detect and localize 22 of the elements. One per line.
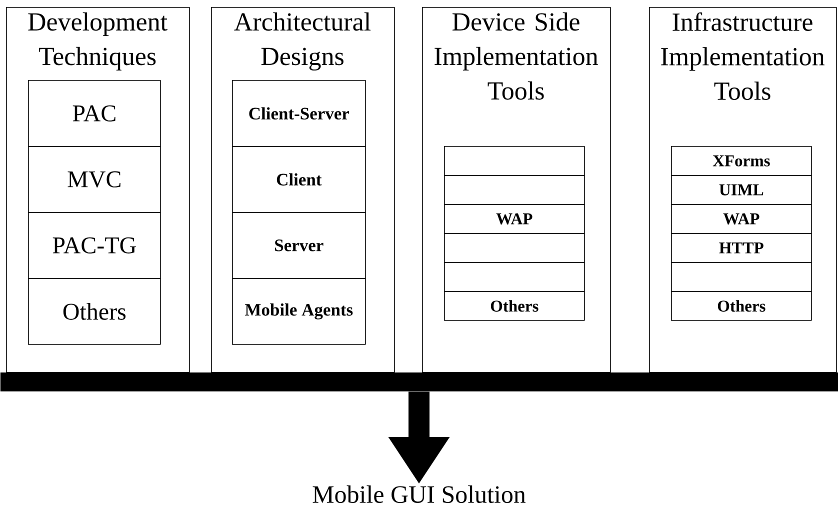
table-cell: WAP [444,204,585,234]
bus-bar [0,372,838,392]
output-label: Mobile GUI Solution [312,485,526,503]
table-cell: HTTP [671,233,812,263]
table-cell [444,175,585,205]
table-cell: Server [232,212,366,279]
table-cell: Others [671,291,812,321]
table-cell [444,262,585,292]
table-cell [671,262,812,292]
table-cell: PAC [28,80,161,147]
table-cell [444,233,585,263]
table-cell: Mobile Agents [232,278,366,345]
table-cell: Client [232,146,366,213]
table-cell: Others [444,291,585,321]
table-cell: MVC [28,146,161,213]
table-cell [444,146,585,176]
table-cell: UIML [671,175,812,205]
table-cell: Client-Server [232,80,366,147]
table-cell: XForms [671,146,812,176]
table-cell: WAP [671,204,812,234]
table-cell: Others [28,278,161,345]
table-cell: PAC-TG [28,212,161,279]
